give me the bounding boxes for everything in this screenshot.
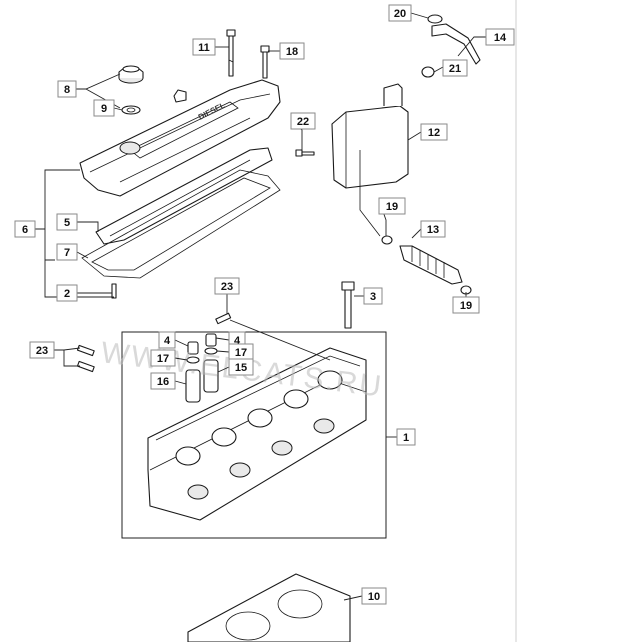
svg-text:4: 4 [234, 335, 241, 347]
callout-21: 21 [442, 59, 468, 77]
cover-gasket-lower [81, 169, 281, 279]
svg-text:13: 13 [427, 224, 439, 236]
callout-2: 2 [56, 284, 78, 302]
svg-text:14: 14 [494, 32, 507, 44]
svg-text:16: 16 [157, 376, 169, 388]
svg-text:1: 1 [403, 432, 409, 444]
svg-text:22: 22 [297, 116, 309, 128]
callout-16: 16 [150, 372, 176, 390]
svg-text:3: 3 [370, 291, 376, 303]
svg-text:7: 7 [64, 247, 70, 259]
oil-filler-cap [118, 65, 144, 84]
callout-9: 9 [93, 99, 115, 117]
svg-text:18: 18 [286, 46, 298, 58]
callout-14: 14 [485, 28, 515, 46]
svg-text:23: 23 [221, 281, 233, 293]
svg-text:21: 21 [449, 63, 461, 75]
oil-separator [331, 83, 409, 237]
callout-6: 6 [14, 220, 36, 238]
svg-text:10: 10 [368, 591, 380, 603]
gasket-bolt [111, 283, 117, 299]
separator-bolt [295, 149, 315, 157]
callout-17-right: 17 [228, 343, 254, 361]
stud-top [215, 312, 232, 325]
svg-text:20: 20 [394, 8, 406, 20]
cover-gasket-upper [95, 147, 273, 245]
callout-15: 15 [228, 358, 254, 376]
svg-text:23: 23 [36, 345, 48, 357]
breather-hose-lower [381, 235, 472, 295]
callout-11: 11 [192, 38, 216, 56]
valve-cap-right [205, 333, 217, 347]
svg-text:19: 19 [386, 201, 398, 213]
callout-12: 12 [420, 123, 448, 141]
cylinder-head [147, 347, 367, 521]
cylinder-head-frame [121, 331, 387, 539]
callout-18: 18 [279, 42, 305, 60]
stud-left-upper [76, 344, 95, 357]
callout-3: 3 [363, 287, 383, 305]
callout-23-left: 23 [29, 341, 55, 359]
svg-text:15: 15 [235, 362, 247, 374]
glow-plug-sleeve [185, 369, 201, 403]
svg-text:12: 12 [428, 127, 440, 139]
callout-13: 13 [420, 220, 446, 238]
rocker-cover: DIESEL [79, 79, 281, 197]
callout-23-top: 23 [214, 277, 240, 295]
filler-cap-seal [121, 105, 141, 115]
svg-text:17: 17 [235, 347, 247, 359]
callout-17-left: 17 [150, 349, 176, 367]
callout-4-left: 4 [158, 331, 176, 349]
callout-7: 7 [56, 243, 78, 261]
head-gasket [187, 573, 351, 642]
svg-text:8: 8 [64, 84, 70, 96]
svg-text:2: 2 [64, 288, 70, 300]
breather-hose-upper [421, 14, 481, 78]
svg-text:17: 17 [157, 353, 169, 365]
svg-text:4: 4 [164, 335, 171, 347]
injector-sleeve [203, 359, 219, 393]
svg-text:9: 9 [101, 103, 107, 115]
svg-text:5: 5 [64, 217, 70, 229]
callout-10: 10 [361, 587, 387, 605]
callout-1: 1 [396, 428, 416, 446]
callout-19-lower: 19 [452, 296, 480, 314]
cover-bolt-short [260, 45, 270, 79]
callout-5: 5 [56, 213, 78, 231]
svg-text:6: 6 [22, 224, 28, 236]
svg-text:19: 19 [460, 300, 472, 312]
svg-text:11: 11 [198, 42, 210, 54]
callout-20: 20 [388, 4, 412, 22]
cover-bolt-long [226, 29, 236, 77]
stud-left-lower [76, 360, 95, 373]
valve-cap-left [187, 341, 199, 355]
callout-19-upper: 19 [378, 197, 406, 215]
callout-22: 22 [290, 112, 316, 130]
head-bolt [341, 281, 355, 329]
callout-8: 8 [57, 80, 77, 98]
